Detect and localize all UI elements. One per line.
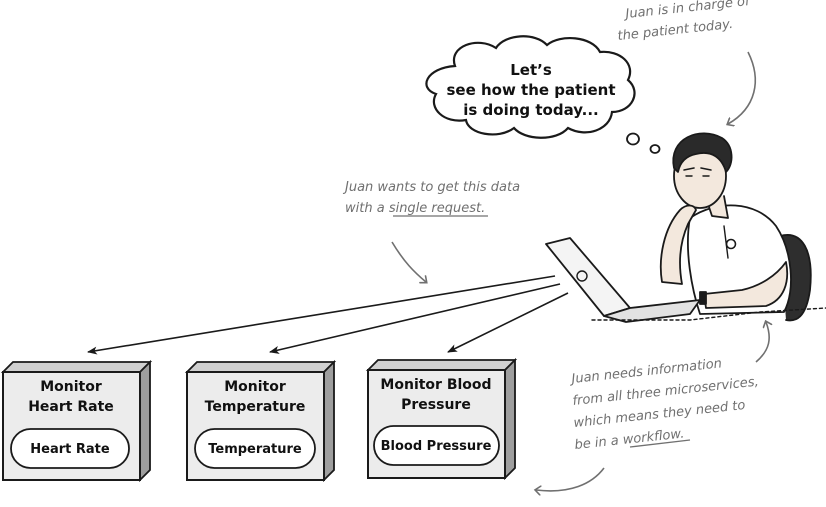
note-charge-line-1: Juan is in charge of xyxy=(622,0,753,22)
heart-rate-pill-label: Heart Rate xyxy=(30,442,110,457)
blood-pressure-pill xyxy=(373,425,500,466)
note-in-charge: Juan is in charge of the patient today. xyxy=(617,0,756,124)
temperature-pill-label: Temperature xyxy=(208,442,302,457)
blood-pressure-pill-label: Blood Pressure xyxy=(381,439,492,454)
note-request-line-1: Juan wants to get this data xyxy=(342,180,520,195)
laptop-icon xyxy=(545,237,631,317)
service-title-line-1: Monitor xyxy=(224,379,286,395)
bubble-line-1: Let’s xyxy=(510,61,552,79)
thought-bubble: Let’s see how the patient is doing today… xyxy=(425,35,661,154)
arrow-to-heart-rate xyxy=(87,275,556,355)
service-title-line-2: Temperature xyxy=(205,399,306,415)
service-title-line-1: Monitor Blood xyxy=(380,377,491,393)
note-single-request: Juan wants to get this data with a singl… xyxy=(342,180,520,282)
service-box-heart-rate: Monitor Heart Rate Heart Rate xyxy=(0,359,153,483)
temperature-pill xyxy=(194,428,316,469)
arrow-to-blood-pressure xyxy=(447,292,569,353)
service-title-line-1: Monitor xyxy=(40,379,102,395)
note-workflow: Juan needs information from all three mi… xyxy=(536,322,769,491)
service-title-line-2: Heart Rate xyxy=(28,399,114,415)
heart-rate-pill xyxy=(10,428,130,469)
note-workflow-arrow-up xyxy=(755,322,769,363)
service-box-blood-pressure: Monitor Blood Pressure Blood Pressure xyxy=(365,357,518,481)
note-info-line-4: be in a workflow. xyxy=(574,427,685,453)
request-arrows xyxy=(87,275,569,355)
note-workflow-arrow-down xyxy=(536,467,605,491)
service-title-line-2: Pressure xyxy=(401,397,471,413)
workflow-underline xyxy=(629,439,691,448)
single-request-link-text: single request xyxy=(389,201,482,216)
bubble-line-3: is doing today... xyxy=(463,101,598,119)
note-request-line-2: with a single request. xyxy=(345,201,485,216)
service-box-temperature: Monitor Temperature Temperature xyxy=(184,359,337,483)
juan-character xyxy=(545,132,826,323)
bubble-line-2: see how the patient xyxy=(447,81,616,99)
note-request-arrow xyxy=(391,241,426,282)
watch-icon xyxy=(699,291,707,305)
arrow-to-temperature xyxy=(269,283,561,354)
shirt-logo-icon xyxy=(725,238,737,250)
note-charge-arrow xyxy=(728,51,756,124)
